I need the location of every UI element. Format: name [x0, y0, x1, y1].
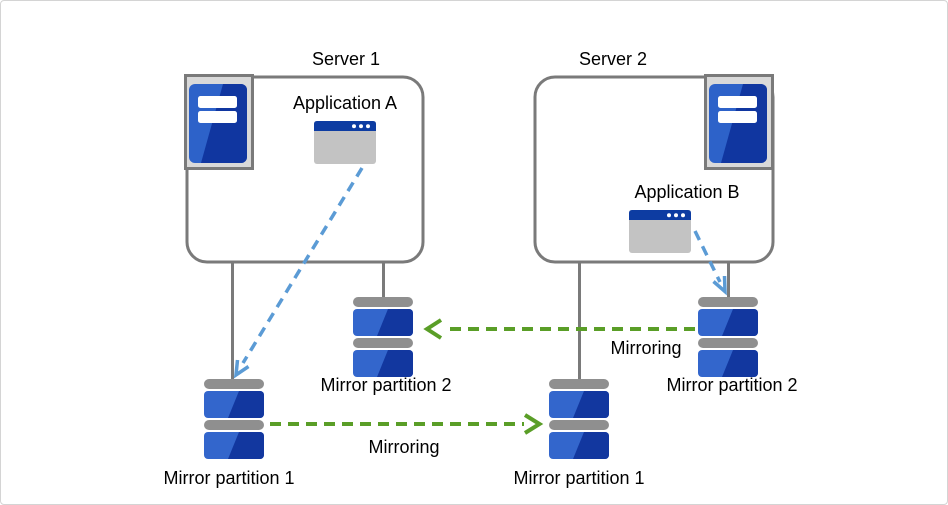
mirroring-arrow-upper [423, 318, 695, 340]
server1-title: Server 1 [312, 49, 380, 69]
server2-tower-icon [706, 76, 773, 169]
server2-title: Server 2 [579, 49, 647, 69]
server1-mirror-partition2-icon [353, 297, 413, 377]
server2-mirror-partition2-icon [698, 297, 758, 377]
application-b-access-arrow [693, 230, 727, 296]
mirroring-label-upper: Mirroring [610, 338, 681, 358]
server2-mirror-partition1-icon [549, 379, 609, 459]
application-b-label: Application B [634, 182, 739, 202]
server1-tower-icon [186, 76, 253, 169]
mirroring-label-lower: Mirroring [368, 437, 439, 457]
server2-mirror-partition2-label: Mirror partition 2 [666, 375, 797, 395]
server1-mirror-partition2-label: Mirror partition 2 [320, 375, 451, 395]
server1-mirror-partition1-icon [204, 379, 264, 459]
server1-mirror-partition1-label: Mirror partition 1 [163, 468, 294, 488]
application-b-window-icon [629, 210, 691, 253]
mirroring-arrow-lower [270, 413, 544, 435]
application-a-window-icon [314, 121, 376, 164]
application-a-access-arrow [233, 167, 364, 379]
application-a-label: Application A [293, 93, 397, 113]
server2-mirror-partition1-label: Mirror partition 1 [513, 468, 644, 488]
